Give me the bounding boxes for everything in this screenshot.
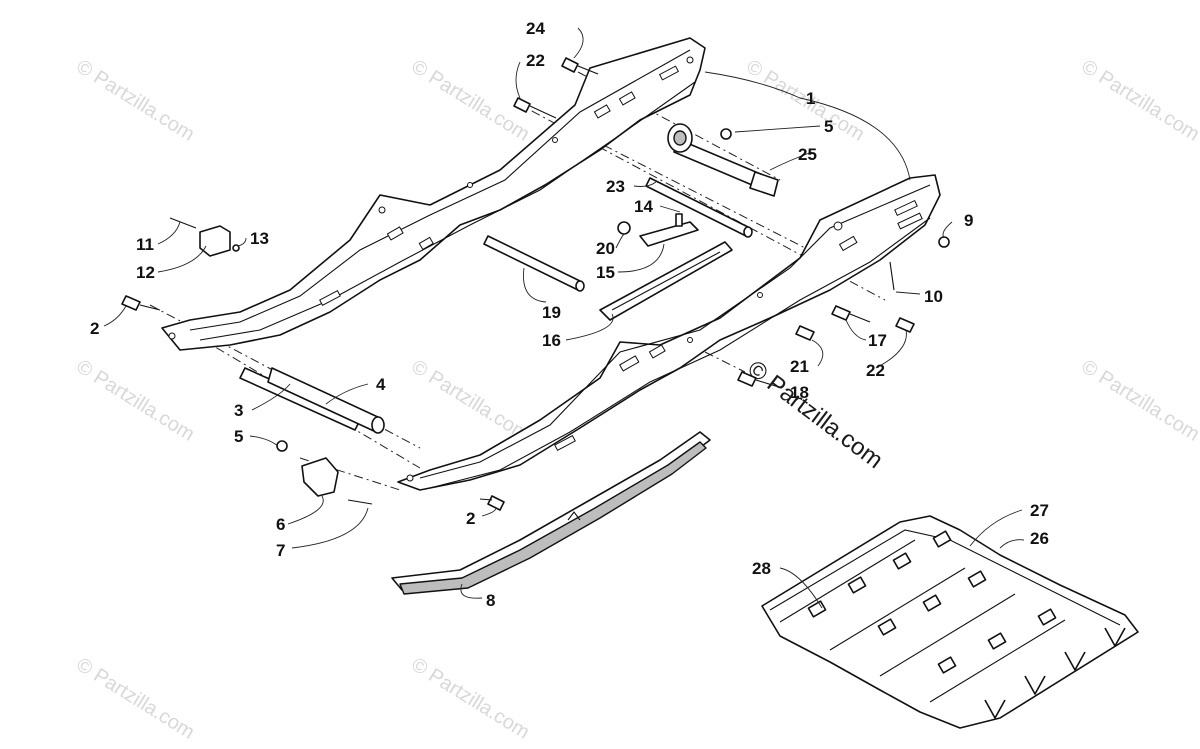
callouts: 24 22 1 5 25 23 14 20 15 9 10 11 13 12 2…	[90, 19, 1049, 610]
wear-bar	[391, 431, 711, 595]
callout-27: 27	[1030, 501, 1049, 520]
callout-5: 5	[824, 117, 833, 136]
hardware	[121, 57, 950, 511]
watermark-tile: © Partzilla.com	[1077, 56, 1200, 146]
callout-23: 23	[606, 177, 625, 196]
callout-22: 22	[526, 51, 545, 70]
left-slide-rail	[161, 37, 706, 351]
callout-4: 4	[376, 375, 386, 394]
callout-19: 19	[542, 303, 561, 322]
callout-10: 10	[924, 287, 943, 306]
watermark-tile: © Partzilla.com	[407, 654, 533, 744]
shaft-19	[483, 235, 583, 291]
watermark-tile: © Partzilla.com	[1077, 356, 1200, 446]
callout-2: 2	[90, 319, 99, 338]
bracket-15	[639, 221, 699, 247]
callout-22: 22	[866, 361, 885, 380]
shaft-23	[645, 177, 751, 237]
watermark-tile: © Partzilla.com	[72, 356, 198, 446]
callout-17: 17	[868, 331, 887, 350]
callout-2: 2	[466, 509, 475, 528]
callout-21: 21	[790, 357, 809, 376]
callout-16: 16	[542, 331, 561, 350]
callout-14: 14	[634, 197, 653, 216]
watermark-tile: © Partzilla.com	[72, 56, 198, 146]
cross-shafts	[239, 123, 779, 434]
callout-3: 3	[234, 401, 243, 420]
watermark-tile: © Partzilla.com	[407, 356, 533, 446]
callout-8: 8	[486, 591, 495, 610]
callout-12: 12	[136, 263, 155, 282]
callout-25: 25	[798, 145, 817, 164]
callout-28: 28	[752, 559, 771, 578]
callout-13: 13	[250, 229, 269, 248]
callout-18: 18	[790, 383, 809, 402]
cap-6	[301, 457, 339, 497]
leader-lines	[103, 27, 1025, 609]
callout-11: 11	[136, 235, 154, 254]
callout-5: 5	[234, 427, 243, 446]
watermark-tile: © Partzilla.com	[407, 56, 533, 146]
callout-26: 26	[1030, 529, 1049, 548]
callout-9: 9	[964, 211, 973, 230]
callout-24: 24	[526, 19, 545, 38]
right-slide-rail	[397, 174, 941, 491]
callout-7: 7	[276, 541, 285, 560]
callout-6: 6	[276, 515, 285, 534]
callout-1: 1	[806, 89, 815, 108]
callout-15: 15	[596, 263, 615, 282]
bumper-12	[199, 225, 231, 257]
watermark-tile: © Partzilla.com	[72, 654, 198, 744]
drive-track	[761, 515, 1139, 729]
shaft-3	[239, 367, 361, 431]
callout-20: 20	[596, 239, 615, 258]
shaft-4	[267, 367, 381, 433]
